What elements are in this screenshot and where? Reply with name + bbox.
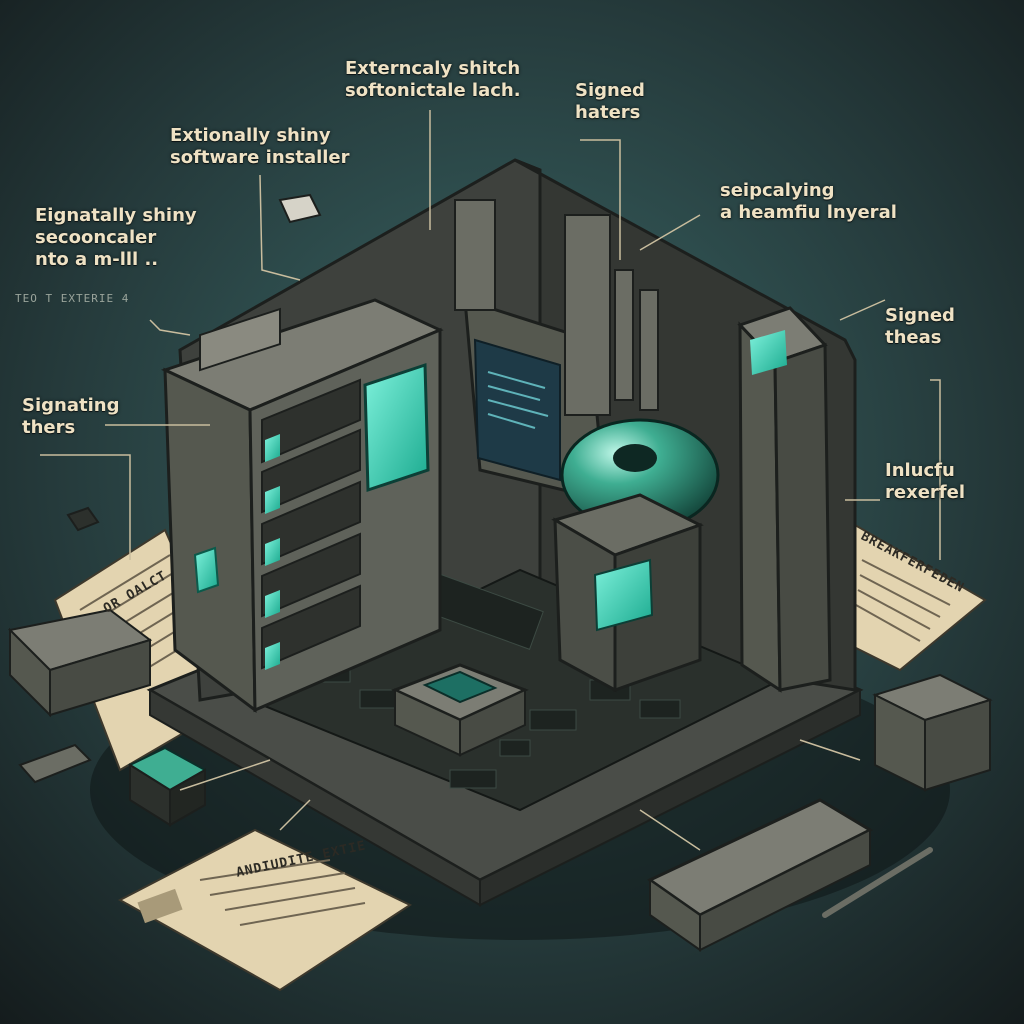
drive-bay-tower (160, 298, 444, 714)
stylus (822, 847, 933, 918)
small-chip (66, 506, 100, 532)
ssd-module (647, 798, 874, 952)
drive-screen (363, 362, 430, 493)
floating-module-left (7, 608, 153, 718)
donut-pedestal (551, 493, 704, 693)
document-bottom (117, 828, 413, 992)
top-clip (278, 193, 322, 224)
chip-cube (127, 746, 208, 827)
connector-bracket (18, 743, 92, 784)
cooling-pillars (454, 199, 659, 416)
storage-block-right (872, 673, 993, 792)
ticker-text: TEO T EXTERIE 4 (15, 292, 130, 305)
leader-lines (40, 110, 941, 851)
right-tower (737, 306, 832, 693)
cpu-socket (391, 663, 529, 757)
